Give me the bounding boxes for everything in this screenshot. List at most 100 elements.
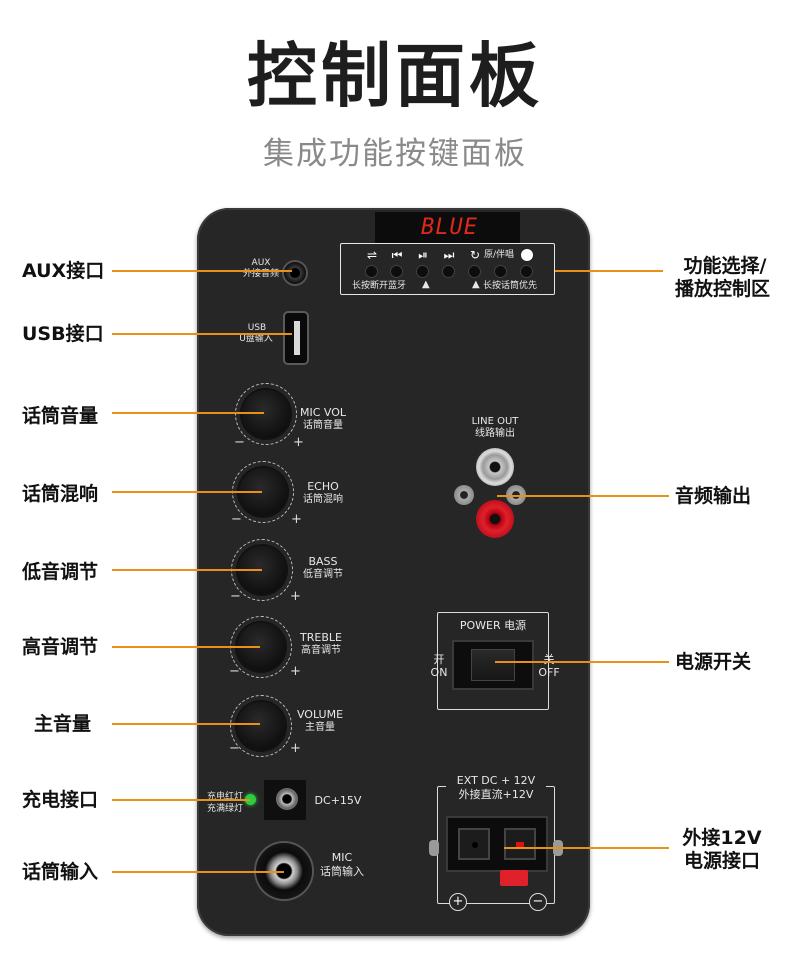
minus-sign: − [230, 589, 241, 604]
callout-line [497, 495, 669, 497]
mic-vol-knob[interactable] [242, 390, 290, 438]
callout-function-line2: 播放控制区 [674, 278, 770, 300]
led-display: BLUE [375, 212, 520, 244]
bass-label-en: BASS [308, 555, 338, 568]
callout-line [112, 646, 260, 648]
callout-mic-in: 话筒输入 [22, 861, 99, 883]
mic-label-en: MIC [331, 851, 353, 864]
dc-label: DC+15V [314, 794, 362, 807]
terminal-hole [472, 842, 478, 848]
aux-label-en: AUX [251, 258, 271, 268]
treble-label-en: TREBLE [300, 631, 342, 644]
volume-knob[interactable] [237, 702, 285, 750]
mode-label: 原/伴唱 [484, 250, 515, 260]
plus-sign: + [291, 512, 302, 527]
callout-function-line1: 功能选择/ [683, 255, 767, 277]
line-out-label-en: LINE OUT [471, 416, 519, 427]
plus-sign: + [290, 589, 301, 604]
mounting-screw [454, 485, 474, 505]
mode-button[interactable] [365, 265, 378, 278]
up-arrow-icon: ▲ [422, 279, 430, 290]
charge-red-label: 充电红灯 [206, 792, 243, 802]
ext-dc-label-en: EXT DC + 12V [446, 775, 546, 787]
play-pause-icon: ⏯ [418, 248, 428, 262]
callout-usb: USB接口 [22, 323, 104, 345]
power-title: POWER 电源 [440, 620, 546, 632]
callout-audio-out: 音频输出 [675, 485, 752, 507]
mounting-screw [429, 840, 439, 856]
callout-aux: AUX接口 [22, 260, 105, 282]
up-arrow-icon: ▲ [472, 279, 480, 290]
minus-sign: − [229, 741, 240, 756]
repeat-icon: ↻ [469, 248, 481, 262]
volume-scale [230, 695, 292, 757]
dc-jack[interactable] [276, 788, 298, 810]
treble-label-cn: 高音调节 [301, 645, 341, 656]
callout-line [112, 412, 264, 414]
callout-mic-vol: 话筒音量 [22, 405, 99, 427]
callout-line [504, 847, 669, 849]
volume-label-en: VOLUME [296, 708, 344, 721]
callout-treble: 高音调节 [22, 636, 99, 658]
switch-mode-icon: ⇌ [366, 248, 378, 262]
rca-white-jack[interactable] [476, 448, 514, 486]
callout-line [112, 491, 262, 493]
callout-line [555, 270, 663, 272]
callout-line [112, 799, 250, 801]
callout-volume: 主音量 [34, 713, 92, 735]
record-dot-icon [521, 249, 533, 261]
aux-label-cn: 外接音频 [242, 269, 279, 279]
callout-line [112, 569, 262, 571]
mic-vol-label-cn: 话筒音量 [303, 420, 343, 431]
ext-dc-terminal[interactable] [448, 818, 546, 870]
terminal-release-lever[interactable] [500, 870, 528, 886]
power-off-label-en: OFF [538, 666, 560, 679]
power-rocker-switch[interactable] [472, 650, 514, 680]
mic-vol-scale [235, 383, 297, 445]
repeat-button[interactable] [468, 265, 481, 278]
power-switch-housing [454, 642, 532, 688]
minus-sign: − [234, 435, 245, 450]
ext-dc-label-cn: 外接直流+12V [458, 788, 534, 801]
next-button[interactable] [442, 265, 455, 278]
minus-sign: − [231, 512, 242, 527]
callout-line [495, 661, 669, 663]
callout-mic-echo: 话筒混响 [22, 483, 99, 505]
usb-label-en: USB [247, 323, 267, 333]
line-out-label-cn: 线路输出 [475, 428, 515, 439]
callout-line [112, 270, 292, 272]
hint-left: 长按断开蓝牙 [352, 281, 407, 291]
record-button[interactable] [520, 265, 533, 278]
callout-line [112, 871, 284, 873]
usb-port-tongue [294, 321, 300, 355]
callout-line [112, 723, 260, 725]
plus-sign: + [293, 435, 304, 450]
play-pause-button[interactable] [416, 265, 429, 278]
callout-bass: 低音调节 [22, 561, 99, 583]
callout-line [112, 333, 292, 335]
callout-power: 电源开关 [675, 651, 752, 673]
function-control-box [340, 243, 555, 295]
callout-charge: 充电接口 [22, 789, 99, 811]
page-title: 控制面板 [247, 35, 543, 117]
page-subtitle: 集成功能按键面板 [263, 136, 527, 172]
callout-ext-line1: 外接12V [682, 827, 762, 849]
usb-port[interactable] [285, 313, 307, 363]
echo-label-en: ECHO [307, 480, 339, 493]
mic-label-cn: 话筒输入 [320, 865, 364, 878]
vocal-button[interactable] [494, 265, 507, 278]
minus-sign: − [229, 664, 240, 679]
aux-jack[interactable] [284, 262, 306, 284]
display-text: BLUE [421, 215, 478, 240]
callout-ext-line2: 电源接口 [683, 850, 760, 872]
positive-terminal-icon: + [449, 893, 467, 911]
next-icon: ⏭ [443, 248, 455, 262]
usb-label-cn: U盘输入 [239, 334, 273, 344]
volume-label-cn: 主音量 [305, 722, 335, 733]
power-on-label-cn: 开 [433, 653, 445, 666]
charge-green-label: 充满绿灯 [206, 804, 243, 814]
negative-terminal-icon: − [529, 893, 547, 911]
previous-button[interactable] [390, 265, 403, 278]
power-off-label-cn: 关 [543, 653, 555, 666]
rca-red-jack[interactable] [476, 500, 514, 538]
